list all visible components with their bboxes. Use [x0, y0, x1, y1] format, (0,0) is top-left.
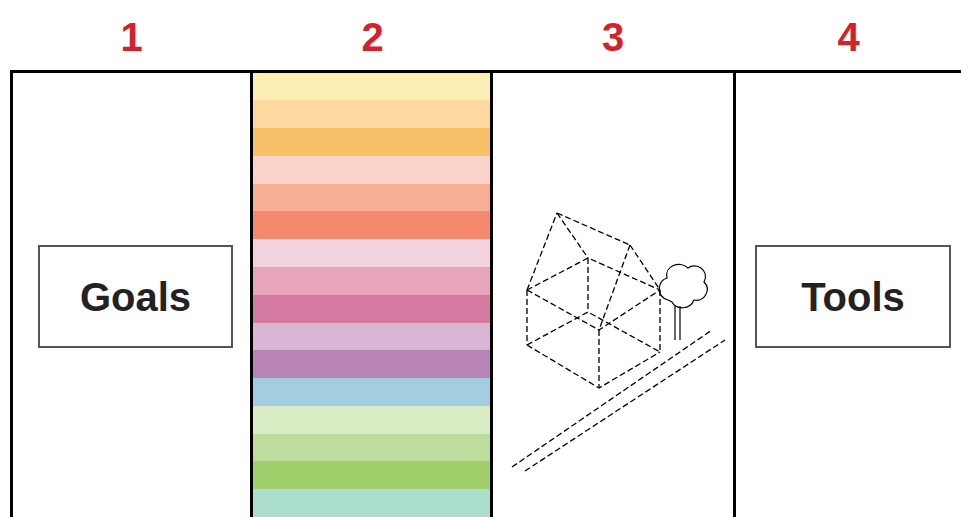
color-stripes [253, 72, 490, 517]
column-panel: 3 [490, 70, 733, 517]
column-number: 3 [493, 15, 733, 59]
box-label: Goals [80, 274, 191, 320]
column-panel: 4Tools [733, 70, 961, 517]
column-panel: 1Goals [10, 70, 250, 517]
column-number: 1 [13, 15, 250, 59]
box-label: Tools [801, 274, 905, 320]
label-box: Goals [38, 245, 233, 348]
column-panel: 2 [250, 70, 492, 517]
label-box: Tools [755, 245, 951, 348]
column-number: 2 [253, 15, 492, 59]
column-number: 4 [736, 15, 961, 59]
